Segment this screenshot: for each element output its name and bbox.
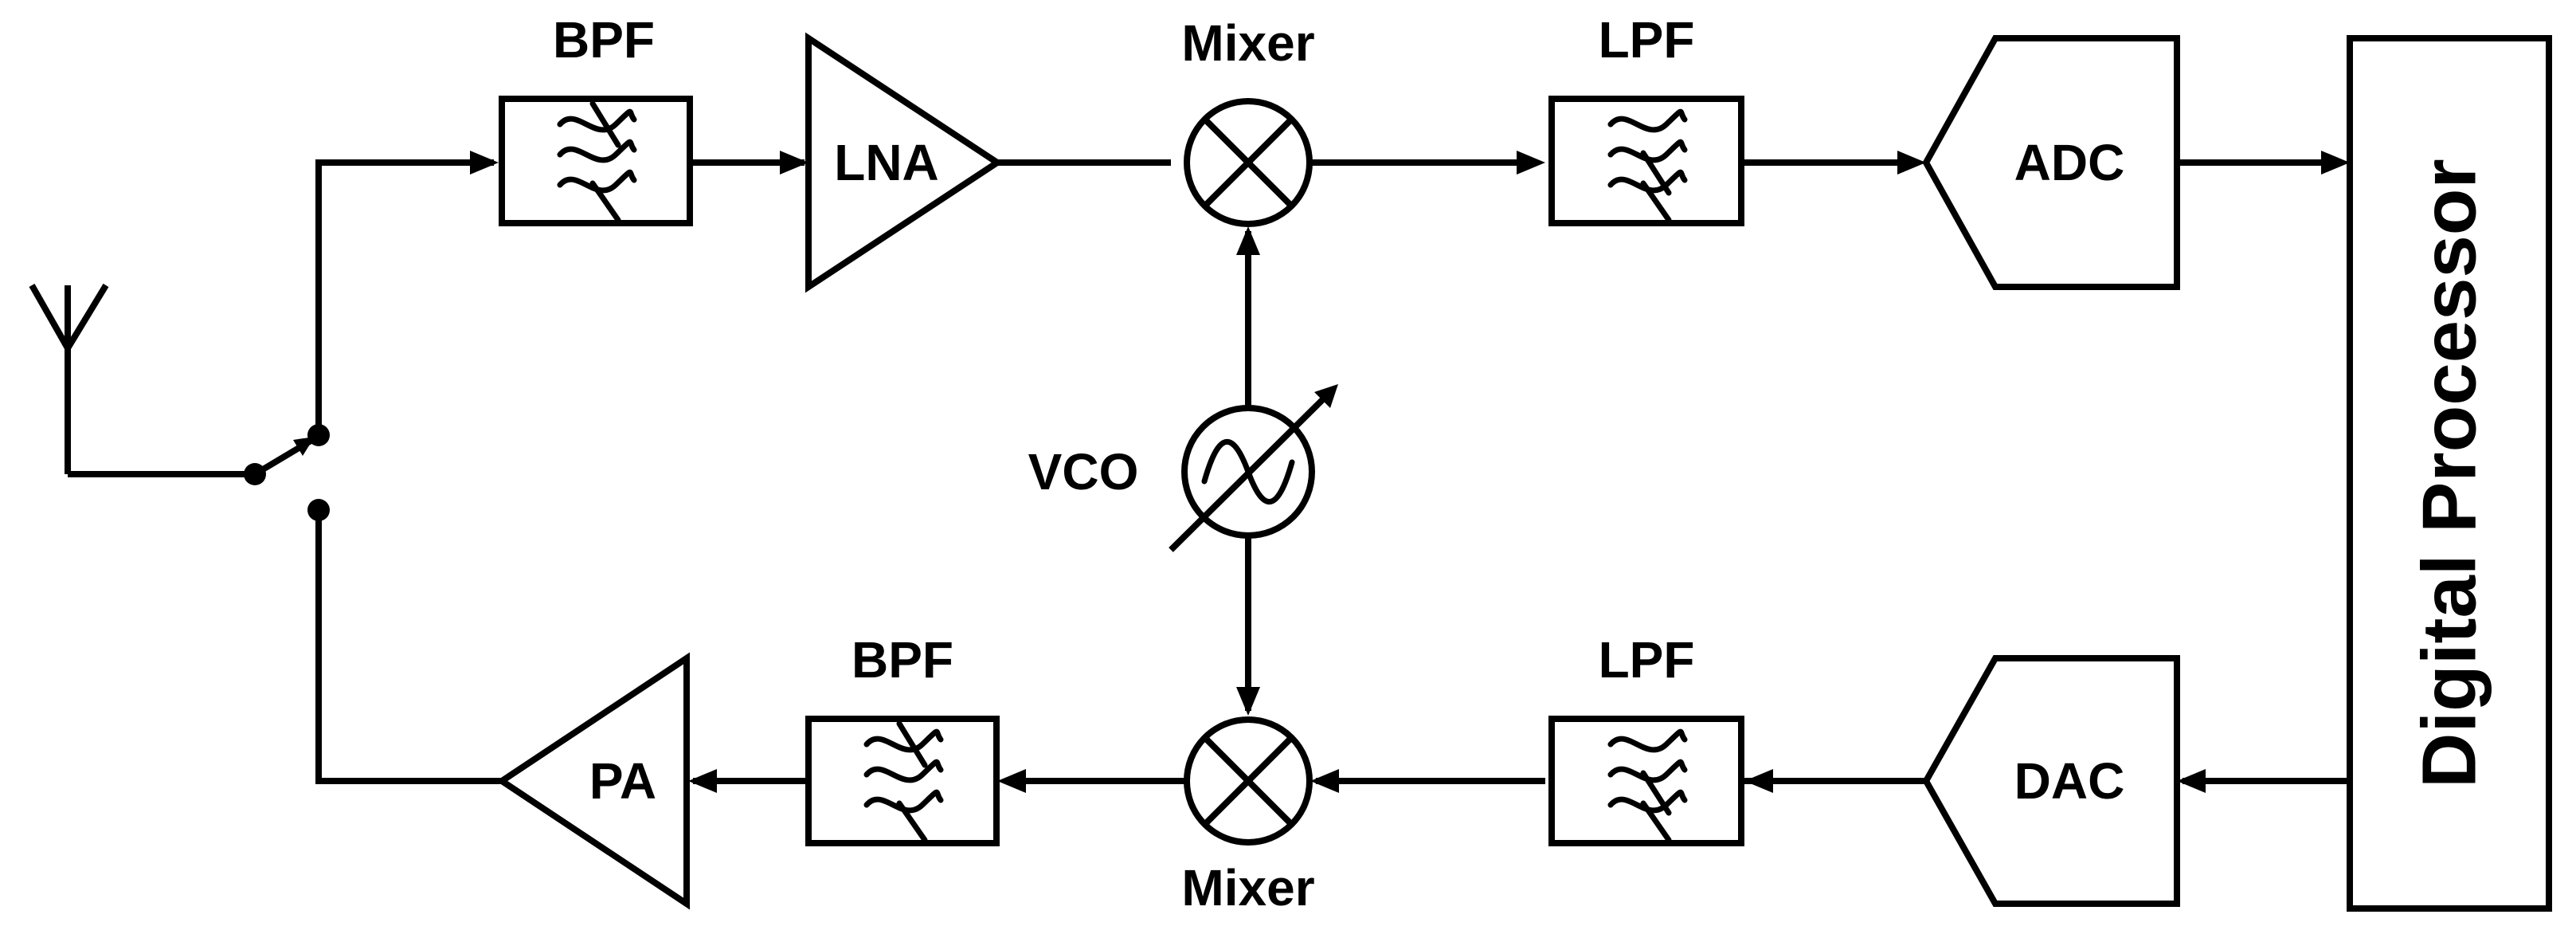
tx-lpf-block bbox=[1548, 716, 1744, 846]
tx-bpf-label: BPF bbox=[851, 631, 953, 689]
pa-block bbox=[495, 652, 690, 910]
rx-bpf-block bbox=[499, 96, 693, 226]
antenna-icon bbox=[29, 283, 255, 477]
lna-label: LNA bbox=[834, 134, 939, 191]
tx-mixer-label: Mixer bbox=[1181, 859, 1314, 916]
rx-lpf-label: LPF bbox=[1599, 11, 1695, 69]
rx-bpf-label: BPF bbox=[553, 11, 655, 69]
rx-mixer-label: Mixer bbox=[1181, 14, 1314, 72]
vco-block bbox=[1169, 384, 1338, 552]
tx-mixer-block bbox=[1184, 716, 1313, 846]
lna-block bbox=[805, 32, 1004, 293]
pa-label: PA bbox=[589, 752, 656, 810]
adc-label: ADC bbox=[2014, 134, 2125, 191]
signal-wires bbox=[315, 159, 2350, 784]
dac-block bbox=[1922, 655, 2180, 907]
tx-lpf-label: LPF bbox=[1599, 631, 1695, 689]
digital-processor-block bbox=[2347, 35, 2552, 912]
adc-block bbox=[1922, 35, 2180, 290]
rx-mixer-block bbox=[1184, 98, 1313, 227]
tx-bpf-block bbox=[805, 716, 1000, 846]
vco-label: VCO bbox=[1028, 443, 1139, 500]
digital-processor-label: Digital Processor bbox=[2407, 159, 2492, 788]
tr-switch bbox=[244, 424, 330, 521]
rx-lpf-block bbox=[1548, 96, 1744, 226]
signal-arrowheads bbox=[470, 151, 2350, 793]
dac-label: DAC bbox=[2014, 752, 2125, 810]
